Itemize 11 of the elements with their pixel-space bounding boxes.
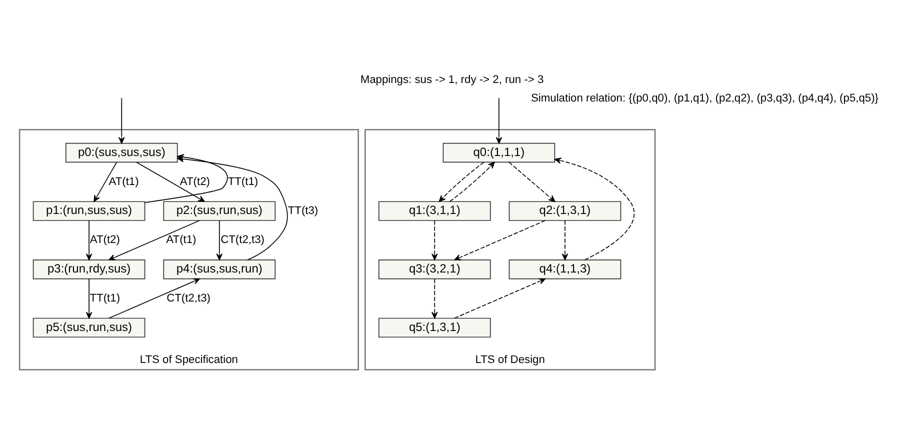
edge-label: AT(t1) xyxy=(166,234,196,246)
edge-label: AT(t2) xyxy=(180,175,210,188)
diagram-title: Mappings: sus -> 1, rdy -> 2, run -> 3 xyxy=(360,73,544,86)
edge-label: AT(t1) xyxy=(108,175,139,188)
edge-label: CT(t2,t3) xyxy=(220,234,264,246)
edge-label: TT(t3) xyxy=(288,204,318,216)
edge-label: AT(t2) xyxy=(90,234,120,246)
edge-label: TT(t1) xyxy=(90,292,120,304)
label: Simulation relation: {(p0,q0), (p1,q1), (p2,q2), (p3,q3), (p4,q4), (p5,q5)} xyxy=(530,92,879,104)
edge-label: CT(t2,t3) xyxy=(166,292,210,304)
edge-label: TT(t1) xyxy=(228,175,258,188)
